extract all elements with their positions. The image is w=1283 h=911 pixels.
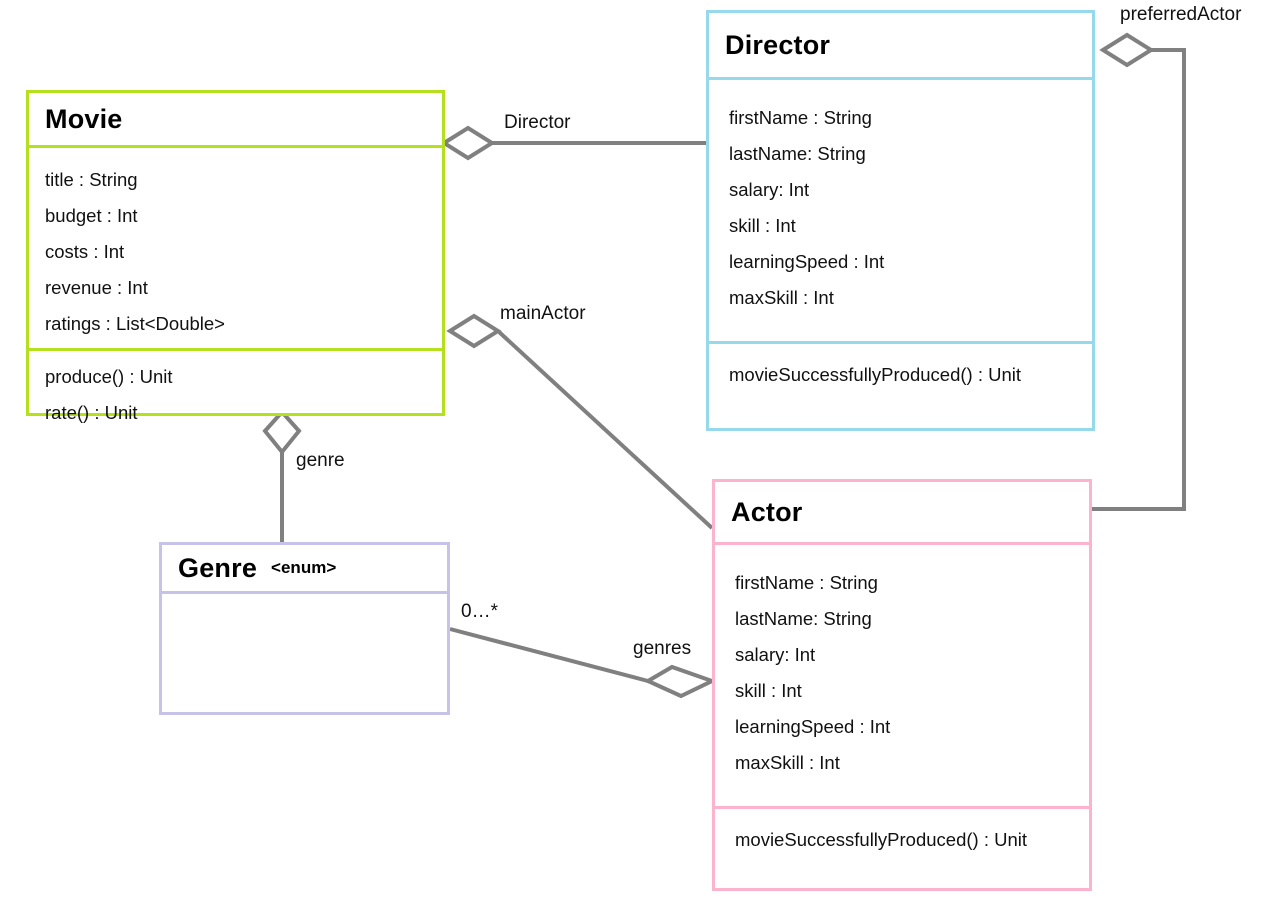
- attributes-compartment-movie: title : String budget : Int costs : Int …: [29, 148, 442, 348]
- class-name-actor: Actor: [731, 496, 803, 527]
- attribute-row: lastName: String: [735, 608, 872, 630]
- attribute-row: skill : Int: [735, 680, 802, 702]
- class-name-director: Director: [725, 29, 831, 60]
- method-row: movieSuccessfullyProduced() : Unit: [735, 829, 1027, 850]
- edge-label-genre: genre: [296, 450, 345, 471]
- values-compartment-genre: [162, 594, 447, 712]
- attribute-row: title : String: [45, 169, 138, 190]
- methods-compartment-director: movieSuccessfullyProduced() : Unit: [709, 341, 1092, 393]
- class-box-movie[interactable]: Movie title : String budget : Int costs …: [26, 90, 445, 423]
- methods-compartment-movie: produce() : Unit rate() : Unit: [29, 348, 442, 431]
- attribute-row: skill : Int: [729, 215, 796, 237]
- edge-label-preferredactor: preferredActor: [1120, 4, 1242, 25]
- edge-line-mainactor: [496, 329, 714, 530]
- attribute-row: costs : Int: [45, 241, 125, 263]
- class-header-movie: Movie: [29, 93, 442, 148]
- aggregation-diamond-mainactor: [446, 313, 502, 349]
- class-stereotype-genre: <enum>: [271, 558, 337, 577]
- attribute-row: firstName : String: [729, 107, 872, 128]
- edge-label-director: Director: [504, 112, 571, 133]
- edge-line-preferredactor: [1092, 48, 1186, 511]
- aggregation-diamond-genres: [643, 664, 718, 699]
- attribute-row: firstName : String: [735, 572, 878, 593]
- aggregation-diamond-preferredactor: [1099, 32, 1155, 68]
- attribute-row: budget : Int: [45, 205, 138, 227]
- attribute-row: salary: Int: [729, 179, 810, 201]
- methods-compartment-actor: movieSuccessfullyProduced() : Unit: [715, 806, 1089, 858]
- aggregation-diamond-genre: [262, 409, 302, 456]
- method-row: produce() : Unit: [45, 366, 173, 387]
- attribute-row: salary: Int: [735, 644, 816, 666]
- edge-label-mainactor: mainActor: [500, 303, 586, 324]
- attribute-row: lastName: String: [729, 143, 866, 165]
- class-name-genre: Genre: [178, 552, 258, 583]
- method-row: movieSuccessfullyProduced() : Unit: [729, 364, 1021, 385]
- class-name-movie: Movie: [45, 103, 123, 134]
- attribute-row: learningSpeed : Int: [729, 251, 885, 273]
- edge-label-genres: genres: [633, 638, 692, 659]
- attribute-row: maxSkill : Int: [729, 287, 834, 309]
- class-box-director[interactable]: Director firstName : String lastName: St…: [706, 10, 1095, 431]
- edge-label-genres-multiplicity: 0…*: [461, 601, 498, 622]
- method-row: rate() : Unit: [45, 402, 138, 424]
- aggregation-diamond-director: [440, 125, 496, 161]
- edge-line-genres: [449, 627, 649, 683]
- attribute-row: learningSpeed : Int: [735, 716, 891, 738]
- attribute-row: revenue : Int: [45, 277, 148, 299]
- class-header-director: Director: [709, 13, 1092, 80]
- attribute-row: maxSkill : Int: [735, 752, 840, 774]
- attributes-compartment-director: firstName : String lastName: String sala…: [709, 80, 1092, 341]
- attribute-row: ratings : List<Double>: [45, 313, 225, 335]
- class-box-actor[interactable]: Actor firstName : String lastName: Strin…: [712, 479, 1092, 891]
- class-header-genre: Genre <enum>: [162, 545, 447, 594]
- class-box-genre[interactable]: Genre <enum>: [159, 542, 450, 715]
- attributes-compartment-actor: firstName : String lastName: String sala…: [715, 545, 1089, 806]
- class-header-actor: Actor: [715, 482, 1089, 545]
